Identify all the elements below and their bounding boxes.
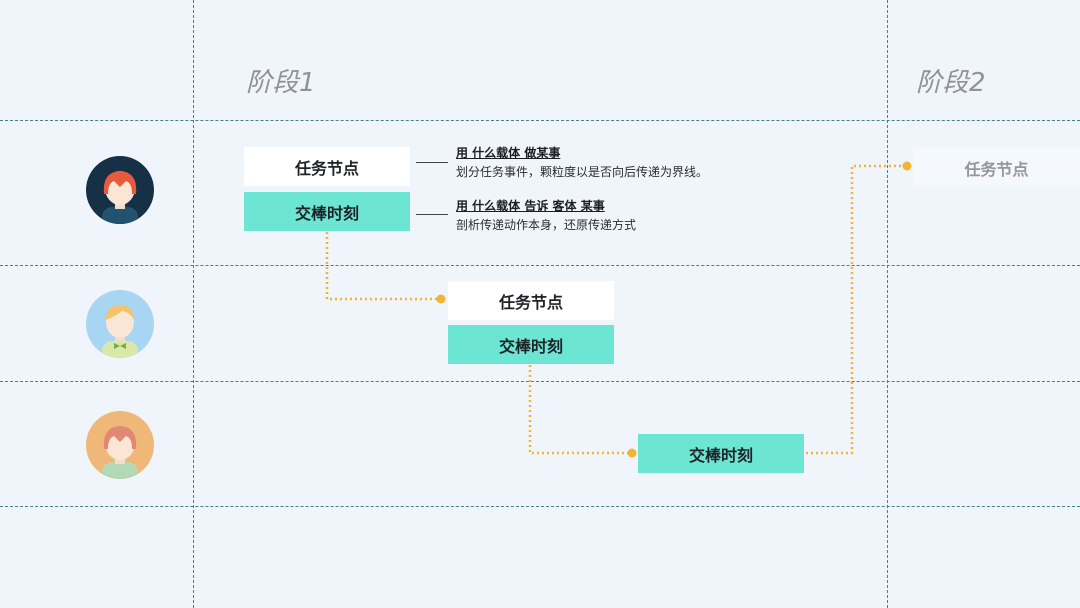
- connector-1: [325, 232, 441, 301]
- connector-endpoint: [627, 448, 637, 458]
- lane-divider-vertical: [887, 0, 888, 608]
- task-node-box[interactable]: 任务节点: [244, 147, 410, 186]
- phase-2-title: 阶段2: [916, 68, 987, 98]
- handover-note: 用 什么载体 告诉 客体 某事 剖析传递动作本身，还原传递方式: [456, 197, 636, 235]
- connector-2: [528, 365, 632, 455]
- note-leader-line: [416, 162, 448, 163]
- handover-note-desc: 剖析传递动作本身，还原传递方式: [456, 218, 637, 232]
- connector-endpoint: [902, 161, 912, 171]
- task-node-box[interactable]: 任务节点: [448, 281, 614, 320]
- connector-3: [806, 164, 907, 455]
- avatar-blonde-icon: [86, 290, 154, 358]
- connector-endpoint: [436, 294, 446, 304]
- handover-box[interactable]: 交棒时刻: [638, 434, 804, 473]
- task-node-note: 用 什么载体 做某事 划分任务事件，颗粒度以是否向后传递为界线。: [456, 144, 708, 182]
- lane-divider-vertical: [193, 0, 194, 608]
- handover-note-title: 用 什么载体 告诉 客体 某事: [456, 199, 605, 213]
- note-leader-line: [416, 214, 448, 215]
- lane-divider-horizontal: [0, 120, 1080, 121]
- avatar-red-hair-icon: [86, 156, 154, 224]
- task-node-note-title: 用 什么载体 做某事: [456, 146, 561, 160]
- handover-box[interactable]: 交棒时刻: [448, 325, 614, 364]
- avatar-brown-hair-icon: [86, 411, 154, 479]
- phase-1-title: 阶段1: [246, 68, 317, 98]
- lane-divider-horizontal: [0, 506, 1080, 507]
- task-node-box-phase-2[interactable]: 任务节点: [913, 148, 1080, 187]
- task-node-note-desc: 划分任务事件，颗粒度以是否向后传递为界线。: [456, 165, 709, 179]
- lane-divider-horizontal: [0, 265, 1080, 266]
- lane-divider-horizontal: [0, 381, 1080, 382]
- handover-box[interactable]: 交棒时刻: [244, 192, 410, 231]
